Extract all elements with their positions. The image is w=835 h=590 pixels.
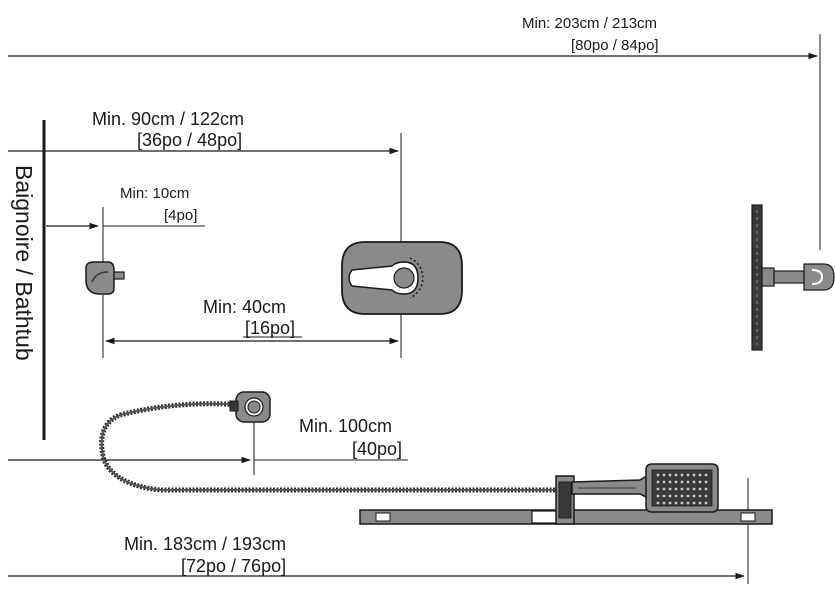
hand-shower-icon bbox=[571, 463, 719, 513]
dimension-spout-to-valve: Min: 40cm [16po] bbox=[102, 295, 402, 358]
bathtub-label: Baignoire / Bathtub bbox=[11, 165, 37, 361]
valve-metric: Min. 90cm / 122cm bbox=[92, 109, 244, 129]
slide-bar-metric: Min. 183cm / 193cm bbox=[124, 534, 286, 554]
slide-bar-imperial: [72po / 76po] bbox=[181, 556, 286, 576]
tub-spout-icon bbox=[85, 261, 125, 295]
spout-valve-metric: Min: 40cm bbox=[203, 297, 286, 317]
dimension-slide-bar: Min. 183cm / 193cm [72po / 76po] bbox=[8, 478, 749, 584]
dimension-shower-arm: Min: 203cm / 213cm [80po / 84po] bbox=[8, 15, 821, 250]
dimension-spout: Min: 10cm [4po] bbox=[46, 185, 205, 262]
outlet-imperial: [40po] bbox=[352, 439, 402, 459]
slide-bar-icon bbox=[359, 475, 773, 525]
valve-imperial: [36po / 48po] bbox=[137, 130, 242, 150]
valve-trim-icon bbox=[341, 241, 463, 315]
rain-showerhead-icon bbox=[751, 204, 835, 351]
wall-outlet-icon bbox=[229, 391, 271, 423]
dimension-outlet: Min. 100cm [40po] bbox=[8, 416, 408, 475]
outlet-metric: Min. 100cm bbox=[299, 416, 392, 436]
spout-metric: Min: 10cm bbox=[120, 185, 189, 202]
dimension-valve: Min. 90cm / 122cm [36po / 48po] bbox=[8, 109, 402, 250]
shower-arm-metric: Min: 203cm / 213cm bbox=[522, 15, 657, 32]
shower-hose-core bbox=[100, 402, 560, 491]
spout-valve-imperial: [16po] bbox=[245, 318, 295, 338]
shower-arm-imperial: [80po / 84po] bbox=[571, 37, 659, 54]
spout-imperial: [4po] bbox=[164, 207, 197, 224]
